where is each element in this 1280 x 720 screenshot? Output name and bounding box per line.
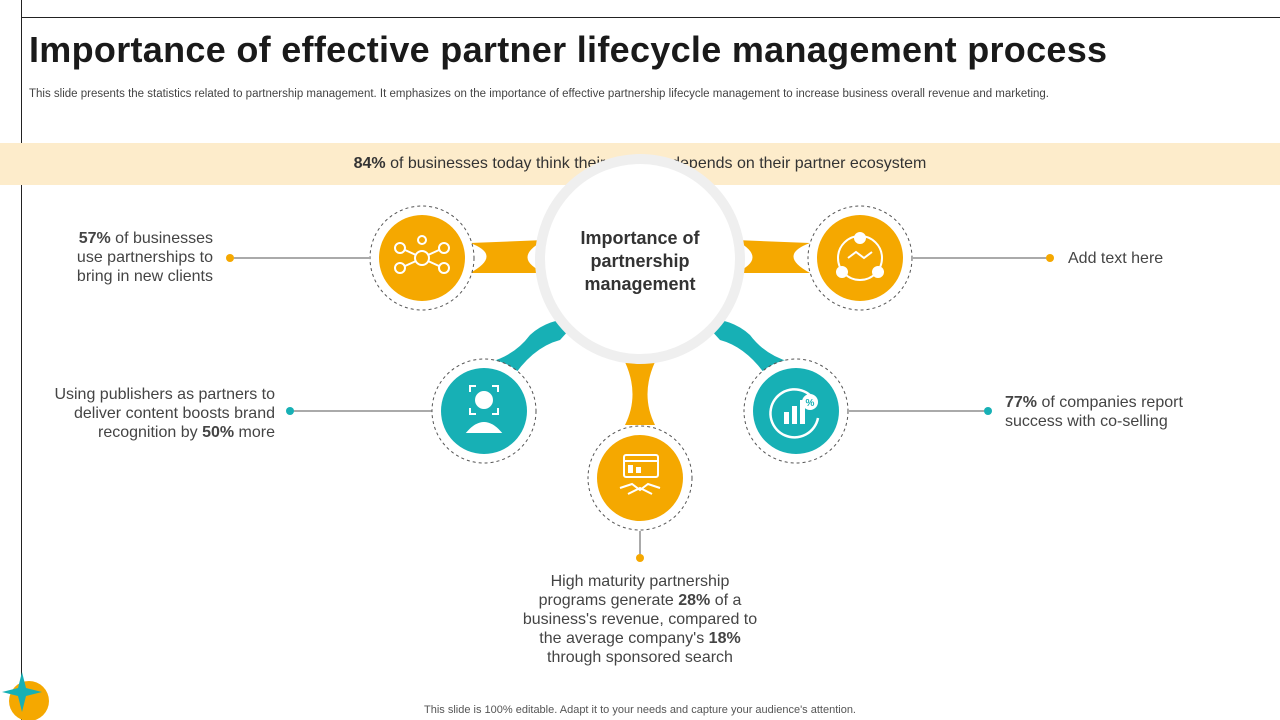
stat-text: Add text here [1068,250,1164,267]
handshake-team-icon [836,232,884,281]
left-border-line [21,0,22,720]
node-top-right [807,205,1054,311]
top-border-line [22,17,1280,18]
person-scan-icon [465,385,503,433]
stat-highlight: 57% [78,230,111,247]
stat-text: through sponsored search [547,649,733,666]
footer-note: This slide is 100% editable. Adapt it to… [424,704,856,716]
growth-chart-percent-icon [769,388,820,439]
stat-text: more [234,424,275,441]
text-mid-right: 77% of companies report success with co-… [1005,393,1205,431]
stat-text: of businesses use partnerships to bring … [76,230,213,285]
stat-highlight: 77% [1005,394,1038,411]
stat-text: of companies report success with co-sell… [1005,394,1183,430]
stat-highlight: 28% [678,592,711,609]
connector-top-right [735,240,810,273]
corner-logo [2,672,49,720]
text-top-right: Add text here [1068,249,1238,268]
node-mid-right: % [743,358,992,464]
handshake-deal-icon [619,454,661,495]
stat-text: Using publishers as partners to deliver … [54,386,275,441]
text-mid-left: Using publishers as partners to deliver … [40,385,275,442]
center-ring [535,154,745,364]
connector-bottom [625,362,655,425]
node-bottom [587,425,693,562]
text-top-left: 57% of businesses use partnerships to br… [60,229,213,286]
svg-text:%: % [806,398,815,409]
slide-title: Importance of effective partner lifecycl… [29,29,1108,70]
slide-subtitle: This slide presents the statistics relat… [29,88,1049,100]
node-top-left [226,205,475,311]
banner-highlight: 84% [353,155,386,172]
network-people-icon [394,235,450,274]
stat-highlight: 18% [708,630,741,647]
text-bottom: High maturity partnership programs gener… [515,572,765,667]
stat-text: of a business's revenue, compared to the… [522,592,758,647]
connector-top-left [470,240,545,273]
center-label: Importance of partnership management [580,228,700,294]
stat-text: High maturity partnership programs gener… [538,573,730,609]
node-mid-left [286,358,537,464]
stat-highlight: 50% [202,424,235,441]
